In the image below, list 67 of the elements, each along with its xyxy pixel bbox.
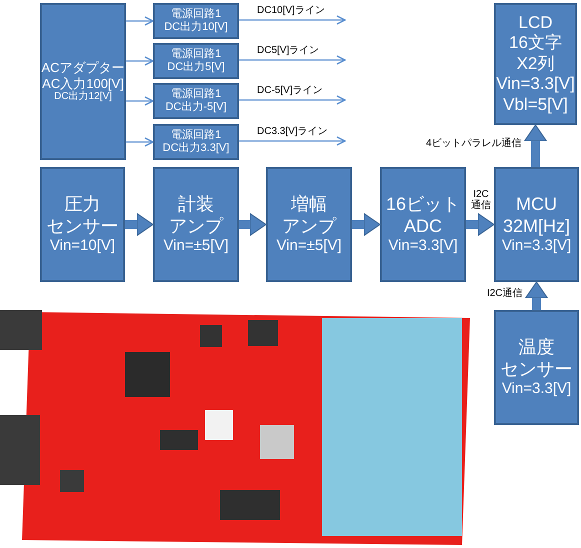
box-text: DC出力-5[V]	[165, 101, 227, 114]
process-box	[40, 167, 125, 282]
block-arrow	[239, 213, 266, 236]
box-text: Vin=±5[V]	[163, 237, 229, 256]
box-text: 計装	[178, 194, 214, 216]
arrow	[126, 96, 154, 106]
box-text: 32M[Hz]	[502, 216, 570, 238]
box-text: センサー	[500, 358, 572, 380]
box-text: 温度	[518, 336, 554, 358]
power-block	[40, 3, 126, 160]
arrow	[126, 137, 154, 147]
box-text: センサー	[46, 216, 118, 238]
box-text: AC入力100[V]	[42, 76, 124, 91]
box-text: Vin=10[V]	[50, 237, 116, 256]
box-text: 電源回路1	[170, 88, 222, 101]
box-text: Vin=±5[V]	[276, 237, 342, 256]
block-arrow	[125, 213, 154, 236]
box-text: DC出力5[V]	[167, 61, 225, 74]
box-text: 電源回路1	[170, 48, 222, 61]
box-text: 16文字	[509, 33, 562, 54]
box-text: DC出力10[V]	[164, 21, 228, 34]
edge-label: DC-5[V]ライン	[257, 85, 323, 96]
box-text: MCU	[516, 194, 557, 216]
arrow	[239, 136, 346, 146]
arrow	[126, 56, 154, 66]
edge-label: I2C通信	[486, 288, 522, 299]
process-box	[266, 167, 352, 282]
arrow	[239, 15, 346, 25]
box-text: 増幅	[291, 194, 327, 216]
arrow	[239, 55, 346, 65]
block-arrow	[524, 124, 547, 167]
power-block	[153, 83, 239, 119]
block-arrow	[525, 282, 548, 310]
process-box	[153, 167, 239, 282]
box-text: ACアダプター	[41, 60, 125, 76]
box-text: Vin=3.3[V]	[502, 380, 572, 398]
edge-label: DC5[V]ライン	[257, 45, 320, 56]
box-text: 圧力	[64, 194, 100, 216]
edge-label: 4ビットパラレル通信	[426, 138, 522, 149]
box-text: Vin=3.3[V]	[502, 237, 572, 256]
box-text: 電源回路1	[170, 128, 222, 142]
box-text: 電源回路1	[170, 8, 222, 21]
box-text: Vin=3.3[V]	[388, 237, 458, 256]
edge-label: DC3.3[V]ライン	[257, 126, 328, 137]
edge-label: I2C 通信	[470, 188, 492, 210]
box-text: DC出力3.3[V]	[162, 142, 230, 156]
edge-label: DC10[V]ライン	[257, 5, 325, 16]
box-text: Vbl=5[V]	[503, 94, 568, 115]
block-arrow	[352, 213, 380, 236]
box-text: DC出力12[V]	[54, 91, 112, 104]
power-block	[153, 43, 239, 79]
process-box	[380, 167, 466, 282]
box-text: X2列	[516, 54, 554, 74]
box-text: LCD	[518, 13, 552, 34]
arrow	[126, 16, 154, 26]
box-text: アンプ	[169, 216, 223, 238]
power-block	[153, 3, 239, 39]
process-box	[494, 310, 579, 425]
block-arrow	[466, 213, 494, 236]
box-text: ADC	[404, 216, 442, 238]
process-box	[494, 3, 577, 125]
process-box	[494, 167, 579, 282]
box-text: 16ビット	[386, 194, 460, 216]
box-text: アンプ	[282, 216, 336, 238]
power-block	[153, 124, 239, 160]
box-text: Vin=3.3[V]	[496, 74, 575, 95]
arrow	[239, 95, 346, 105]
